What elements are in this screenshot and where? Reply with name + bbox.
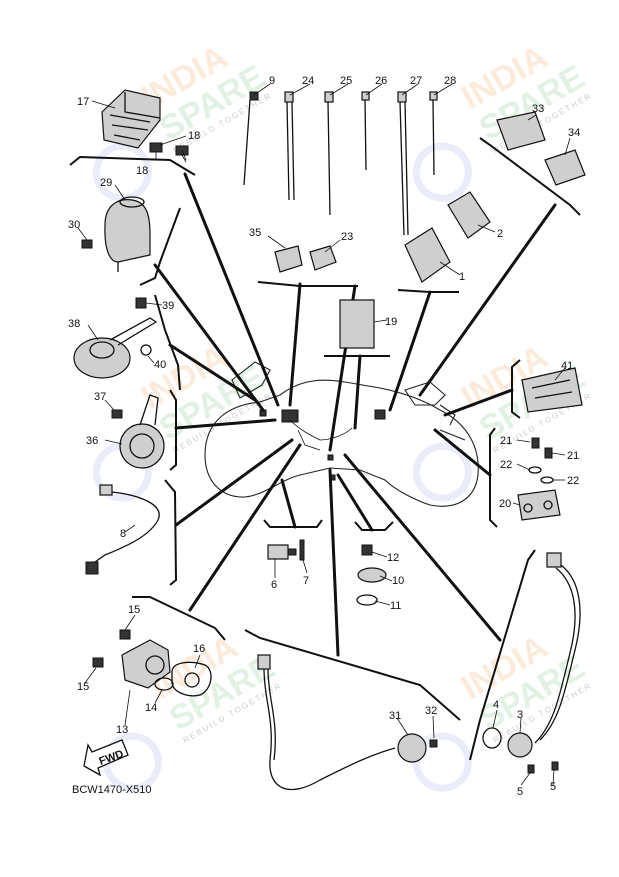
group-brackets bbox=[69, 137, 581, 761]
part-harness-31 bbox=[257, 654, 438, 791]
callout-34: 34 bbox=[568, 127, 580, 139]
leader-lines bbox=[153, 172, 557, 657]
callout-20: 20 bbox=[499, 498, 511, 510]
part-horn-1 bbox=[73, 297, 158, 379]
callout-39: 39 bbox=[162, 300, 174, 312]
callout-37: 37 bbox=[94, 391, 106, 403]
callout-24: 24 bbox=[302, 75, 314, 87]
part-switch-6 bbox=[267, 539, 305, 561]
callout-9: 9 bbox=[269, 75, 275, 87]
callout-leaders bbox=[77, 83, 571, 786]
callout-28: 28 bbox=[444, 75, 456, 87]
callout-15b: 15 bbox=[77, 681, 89, 693]
callout-40: 40 bbox=[154, 359, 166, 371]
callout-15: 15 bbox=[128, 604, 140, 616]
callout-26: 26 bbox=[375, 75, 387, 87]
callout-31: 31 bbox=[389, 710, 401, 722]
callout-27: 27 bbox=[410, 75, 422, 87]
part-sensor-10 bbox=[356, 544, 387, 606]
callout-14: 14 bbox=[145, 702, 157, 714]
callout-11: 11 bbox=[390, 600, 401, 612]
callout-41: 41 bbox=[561, 360, 573, 372]
callout-16: 16 bbox=[193, 643, 205, 655]
callout-36: 36 bbox=[86, 435, 98, 447]
cable-ties bbox=[243, 91, 438, 236]
part-horn-2 bbox=[111, 394, 165, 469]
part-sensor-lead bbox=[85, 484, 160, 575]
callout-19: 19 bbox=[385, 316, 397, 328]
callout-2: 2 bbox=[497, 228, 503, 240]
callout-18: 18 bbox=[188, 130, 200, 142]
callout-1: 1 bbox=[459, 271, 465, 283]
callout-5b: 5 bbox=[550, 781, 556, 793]
part-mount-20 bbox=[517, 437, 561, 521]
callout-5: 5 bbox=[517, 786, 523, 798]
callout-29: 29 bbox=[100, 177, 112, 189]
callout-35: 35 bbox=[249, 227, 261, 239]
callout-32: 32 bbox=[425, 705, 437, 717]
part-throttle-sensor bbox=[92, 629, 212, 697]
callout-6: 6 bbox=[271, 579, 277, 591]
callout-21: 21 bbox=[500, 435, 512, 447]
part-bracket-41 bbox=[521, 367, 583, 413]
callout-23: 23 bbox=[341, 231, 353, 243]
relays bbox=[274, 191, 491, 349]
connectors-33-34 bbox=[496, 111, 586, 186]
callout-18b: 18 bbox=[136, 165, 148, 177]
callout-38: 38 bbox=[68, 318, 80, 330]
callout-10: 10 bbox=[392, 575, 404, 587]
callout-8: 8 bbox=[120, 528, 126, 540]
callout-25: 25 bbox=[340, 75, 352, 87]
callout-numbers: 1 2 3 4 5 5 6 7 8 9 10 11 12 13 14 15 15… bbox=[68, 75, 580, 798]
callout-22b: 22 bbox=[567, 475, 579, 487]
callout-22: 22 bbox=[500, 459, 512, 471]
callout-21b: 21 bbox=[567, 450, 579, 462]
part-speed-sensor bbox=[482, 552, 581, 774]
callout-12: 12 bbox=[387, 552, 399, 564]
callout-17: 17 bbox=[77, 96, 89, 108]
diagram-code: BCW1470-X510 bbox=[72, 784, 152, 796]
callout-30: 30 bbox=[68, 219, 80, 231]
callout-13: 13 bbox=[116, 724, 128, 736]
callout-33: 33 bbox=[532, 103, 544, 115]
callout-7: 7 bbox=[303, 575, 309, 587]
callout-3: 3 bbox=[517, 709, 523, 721]
part-cover bbox=[81, 196, 151, 272]
part-rectifier bbox=[101, 89, 189, 163]
callout-4: 4 bbox=[493, 699, 499, 711]
